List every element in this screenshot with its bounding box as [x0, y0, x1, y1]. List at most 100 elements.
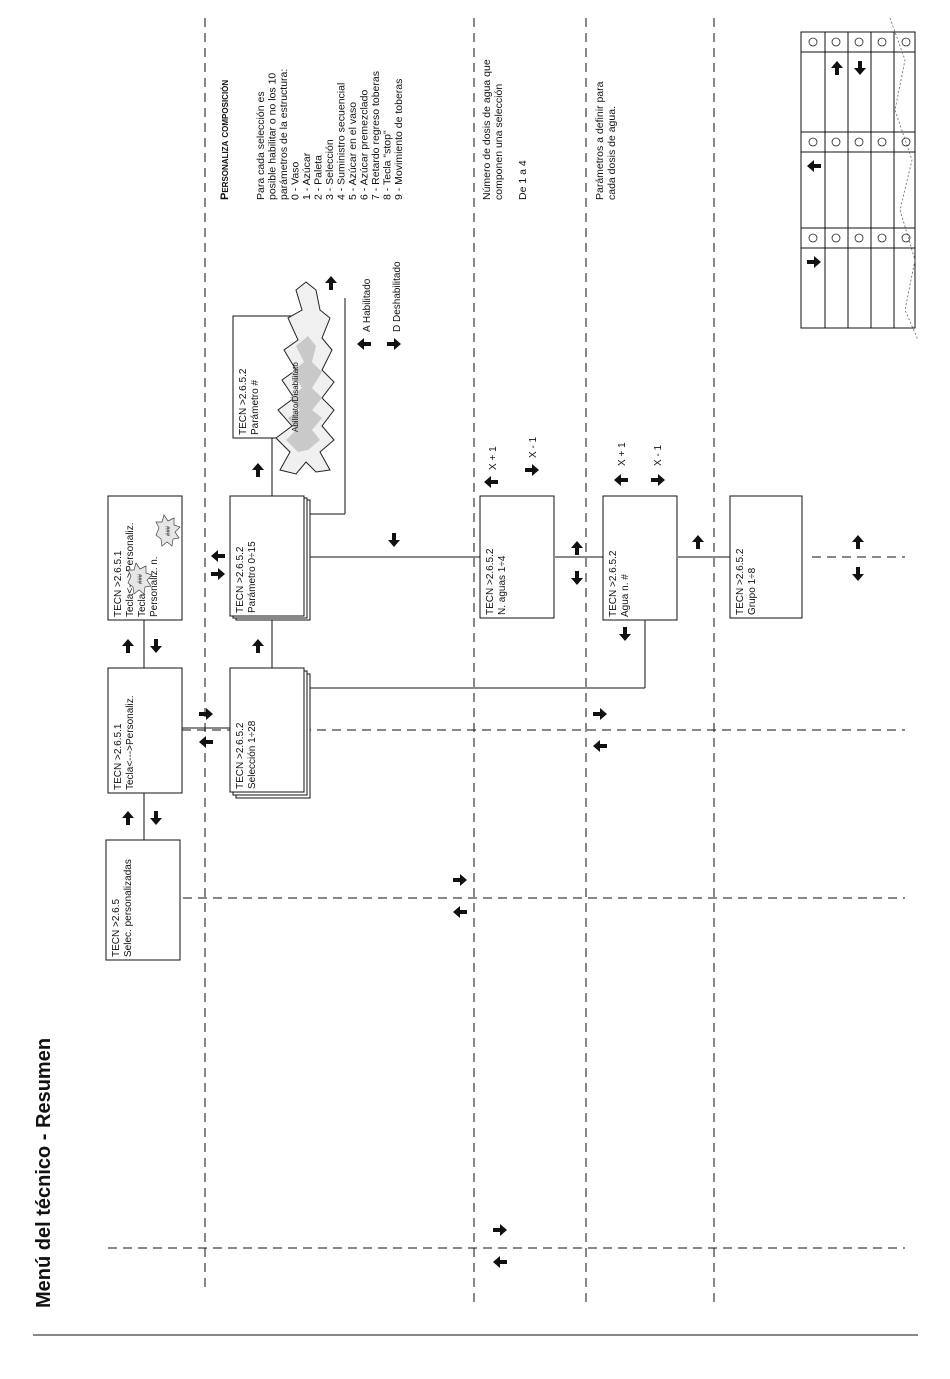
box-line-2: Parámetro 0÷15 [247, 541, 258, 613]
panel-key-icon [901, 233, 911, 243]
arrow-down-icon [150, 639, 162, 653]
arrow-down-icon [619, 627, 631, 641]
panel-key-icon [808, 37, 818, 47]
arrow-right-icon [493, 1224, 507, 1236]
burst-small-icon [155, 514, 181, 547]
box-line-1: TECN >2.6.5.2 [735, 548, 746, 615]
burst-label: Abilitato/Disabilitato [291, 362, 300, 432]
panel-key-icon [901, 137, 911, 147]
arrow-up-icon [692, 535, 704, 549]
note-line: Para cada selección es [255, 91, 267, 200]
box-line-3: Tecla [137, 593, 148, 617]
note-line: 2 - Paleta [313, 155, 325, 200]
arrow-left-icon [614, 474, 628, 486]
arrow-right-icon [593, 708, 607, 720]
box-line-2: N. aguas 1÷4 [497, 555, 508, 615]
note-line: 0 - Vaso [290, 162, 302, 200]
arrow-left-icon [453, 906, 467, 918]
arrow-right-icon [387, 338, 401, 350]
arrow-left-icon [357, 338, 371, 350]
note-line: 8 - Tecla "stop" [382, 130, 394, 200]
arrow-up-icon [122, 811, 134, 825]
arrow-up-icon [831, 61, 843, 75]
box-line-2: Selec. personalizadas [123, 859, 134, 957]
box-line-1: TECN >2.6.5.2 [485, 548, 496, 615]
panel-key-icon [831, 137, 841, 147]
note-line: 7 - Retardo regreso toberas [370, 71, 382, 200]
panel-key-icon [831, 37, 841, 47]
arrow-right-icon [807, 256, 821, 268]
menu-box-2-6-5: TECN >2.6.5 Selec. personalizadas [105, 839, 181, 961]
burst-small-label: ### [166, 525, 172, 536]
note-line: 4 - Suministro secuencial [336, 83, 348, 200]
menu-box-2-6-5-1: TECN >2.6.5.1 Tecla<--->Personaliz. [107, 667, 183, 794]
arrow-down-icon [854, 61, 866, 75]
box-line-1: TECN >2.6.5.2 [238, 368, 249, 435]
box-line-2: Selección 1÷28 [247, 720, 258, 789]
page-title: Menú del técnico - Resumen [33, 1038, 55, 1308]
note-composition: Personaliza composición Para cada selecc… [219, 69, 405, 200]
panel-key-icon [877, 137, 887, 147]
arrow-left-icon [211, 550, 225, 562]
arrow-down-icon [852, 567, 864, 581]
arrow-left-icon [807, 160, 821, 172]
box-line-1: TECN >2.6.5.1 [113, 723, 124, 790]
burst-small-icon [127, 562, 153, 595]
panel-key-icon [854, 37, 864, 47]
panel-key-icon [877, 233, 887, 243]
arrow-left-icon [484, 476, 498, 488]
note-line: 3 - Selección [324, 139, 336, 200]
panel-key-icon [854, 233, 864, 243]
panel-key-icon [831, 233, 841, 243]
arrow-left-icon [199, 736, 213, 748]
menu-box-agua: TECN >2.6.5.2 Agua n. # [602, 495, 678, 621]
box-line-1: TECN >2.6.5.2 [608, 550, 619, 617]
box-line-2: Parámetro # [250, 380, 261, 435]
note-line: 1 - Azúcar [301, 152, 313, 200]
arrow-right-icon [211, 568, 225, 580]
arrow-up-icon [571, 541, 583, 555]
arrow-right-icon [525, 464, 539, 476]
arrow-right-icon [651, 474, 665, 486]
arrow-up-icon [325, 276, 337, 290]
note-line: parámetros de la estructura: [278, 69, 290, 200]
note-line: posible habilitar o no los 10 [267, 73, 279, 200]
note-line: 5 - Azúcar en el vaso [347, 102, 359, 200]
arrow-right-icon [453, 874, 467, 886]
arrow-left-icon [593, 740, 607, 752]
note-line: Número de dosis de agua que [481, 59, 493, 200]
box-line-2: Grupo 1÷8 [747, 567, 758, 615]
menu-box-seleccion: TECN >2.6.5.2 Selección 1÷28 [229, 667, 311, 799]
note-line: 6 - Azúcar premezclado [359, 90, 371, 200]
note-line: 9 - Movimiento de toberas [393, 79, 405, 200]
box-line-2: Tecla<--->Personaliz. [125, 696, 136, 790]
burst-enable-disable: Abilitato/Disabilitato [275, 281, 335, 475]
panel-key-icon [808, 233, 818, 243]
menu-box-n-aguas: TECN >2.6.5.2 N. aguas 1÷4 [479, 495, 555, 619]
counter-decrement: X - 1 [653, 444, 664, 466]
box-line-1: TECN >2.6.5 [111, 898, 122, 957]
panel-key-icon [854, 137, 864, 147]
arrow-left-icon [493, 1256, 507, 1268]
arrow-up-icon [252, 463, 264, 477]
panel-key-icon [877, 37, 887, 47]
arrow-right-icon [199, 708, 213, 720]
note-title: Personaliza composición [219, 80, 231, 200]
panel-key-icon [901, 37, 911, 47]
arrow-down-icon [388, 533, 400, 547]
arrow-up-icon [852, 535, 864, 549]
arrow-up-icon [122, 639, 134, 653]
menu-box-2-6-5-1-variant: TECN >2.6.5.1 Tecla<--->Personaliz. Tecl… [107, 495, 183, 621]
box-line-1: TECN >2.6.5.1 [113, 550, 124, 617]
counter-decrement: X - 1 [528, 436, 539, 458]
note-line: Parámetros a definir para [594, 81, 606, 200]
counter-increment: X + 1 [617, 442, 628, 466]
arrow-up-icon [252, 639, 264, 653]
menu-box-grupo: TECN >2.6.5.2 Grupo 1÷8 [729, 495, 803, 619]
box-line-4: Personaliz. n. [149, 556, 160, 617]
legend-habilitado: A Habilitado [362, 278, 373, 332]
